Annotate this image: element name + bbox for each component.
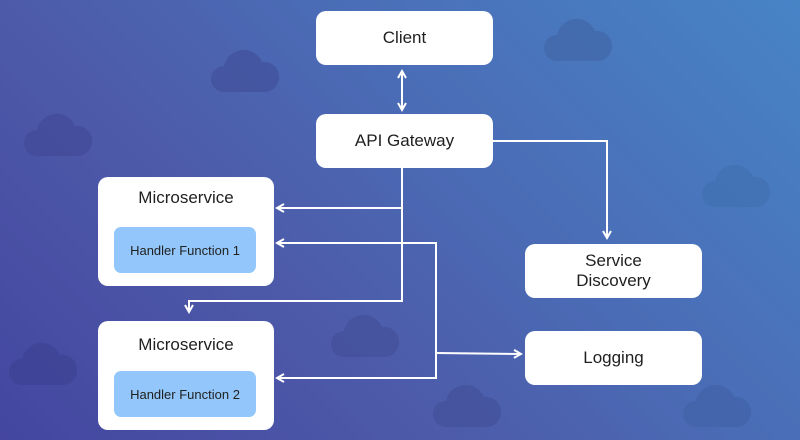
- cloud-icon: [432, 383, 502, 427]
- client-node[interactable]: Client: [316, 11, 493, 65]
- microservice-2-label: Microservice: [138, 335, 234, 354]
- service-discovery-node[interactable]: Service Discovery: [525, 244, 702, 298]
- edge-to-logging: [435, 349, 524, 359]
- microservice-1-node[interactable]: Microservice Handler Function 1: [98, 177, 274, 286]
- logging-node[interactable]: Logging: [525, 331, 702, 385]
- cloud-icon: [210, 48, 280, 92]
- service-discovery-label-line1: Service: [585, 251, 642, 270]
- client-label: Client: [382, 28, 427, 47]
- handler-function-2[interactable]: Handler Function 2: [114, 371, 256, 417]
- handler-function-2-label: Handler Function 2: [130, 386, 240, 402]
- service-discovery-label-line2: Discovery: [576, 271, 651, 290]
- api-gateway-label: API Gateway: [354, 131, 455, 150]
- cloud-icon: [682, 383, 752, 427]
- edge-gateway-service-discovery: [492, 140, 612, 241]
- cloud-icon: [330, 313, 400, 357]
- microservice-2-node[interactable]: Microservice Handler Function 2: [98, 321, 274, 430]
- cloud-icon: [543, 17, 613, 61]
- handler-function-1-label: Handler Function 1: [130, 242, 240, 258]
- handler-function-1[interactable]: Handler Function 1: [114, 227, 256, 273]
- cloud-icon: [23, 112, 93, 156]
- microservice-1-label: Microservice: [138, 188, 234, 207]
- cloud-icon: [701, 163, 771, 207]
- logging-label: Logging: [583, 348, 644, 367]
- api-gateway-node[interactable]: API Gateway: [316, 114, 493, 168]
- cloud-icon: [8, 341, 78, 385]
- edge-gateway-microservice-1: [274, 168, 403, 213]
